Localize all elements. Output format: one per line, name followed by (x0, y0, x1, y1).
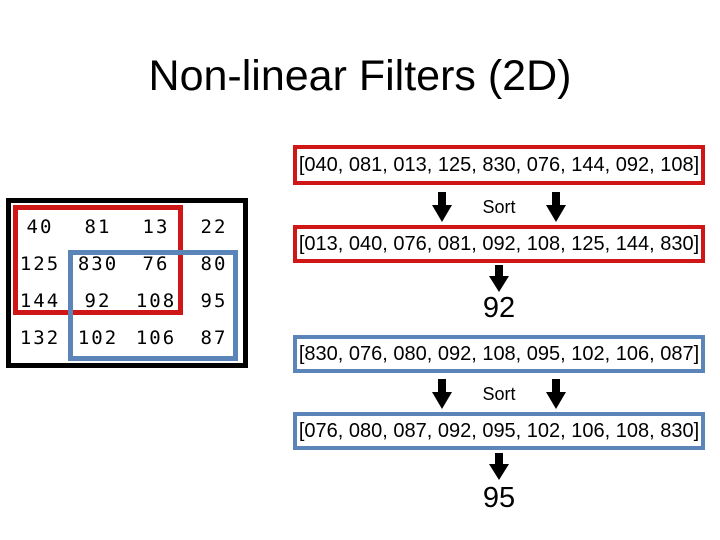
red-median-value: 92 (482, 292, 516, 324)
pixel-matrix-box: 40 81 13 22 125 830 76 80 144 92 108 95 … (6, 198, 248, 368)
matrix-cell: 92 (84, 289, 112, 312)
matrix-cell: 87 (200, 326, 228, 349)
matrix-cell: 76 (142, 252, 170, 275)
matrix-cell: 108 (135, 289, 177, 312)
matrix-cell: 13 (142, 215, 170, 238)
matrix-cell: 22 (200, 215, 228, 238)
down-arrow-icon (545, 379, 566, 409)
blue-sort-row: Sort (293, 379, 705, 409)
blue-unsorted-array-box: [830, 076, 080, 092, 108, 095, 102, 106,… (293, 335, 705, 373)
red-unsorted-array-box: [040, 081, 013, 125, 830, 076, 144, 092,… (293, 145, 705, 185)
sort-label: Sort (482, 196, 516, 217)
sort-label: Sort (482, 383, 516, 404)
matrix-cell: 81 (84, 215, 112, 238)
matrix-cell: 80 (200, 252, 228, 275)
red-sorted-array-box: [013, 040, 076, 081, 092, 108, 125, 144,… (293, 225, 705, 263)
blue-median-value: 95 (482, 482, 516, 514)
blue-3x3-window-overlay (68, 250, 238, 361)
blue-sorted-array-box: [076, 080, 087, 092, 095, 102, 106, 108,… (293, 412, 705, 450)
down-arrow-icon (545, 192, 566, 222)
matrix-cell: 95 (200, 289, 228, 312)
red-sort-row: Sort (293, 192, 705, 222)
page-title: Non-linear Filters (2D) (148, 52, 572, 100)
median-filter-flow: [040, 081, 013, 125, 830, 076, 144, 092,… (293, 145, 705, 525)
down-arrow-icon (432, 192, 453, 222)
matrix-cell: 102 (77, 326, 119, 349)
pixel-matrix-grid: 40 81 13 22 125 830 76 80 144 92 108 95 … (11, 208, 243, 356)
matrix-cell: 132 (19, 326, 61, 349)
matrix-cell: 106 (135, 326, 177, 349)
down-arrow-icon (432, 379, 453, 409)
matrix-cell: 144 (19, 289, 61, 312)
down-arrow-icon (489, 453, 509, 480)
matrix-cell: 40 (26, 215, 54, 238)
matrix-cell: 830 (77, 252, 119, 275)
matrix-cell: 125 (19, 252, 61, 275)
red-3x3-window-overlay (13, 205, 183, 315)
down-arrow-icon (489, 265, 509, 292)
